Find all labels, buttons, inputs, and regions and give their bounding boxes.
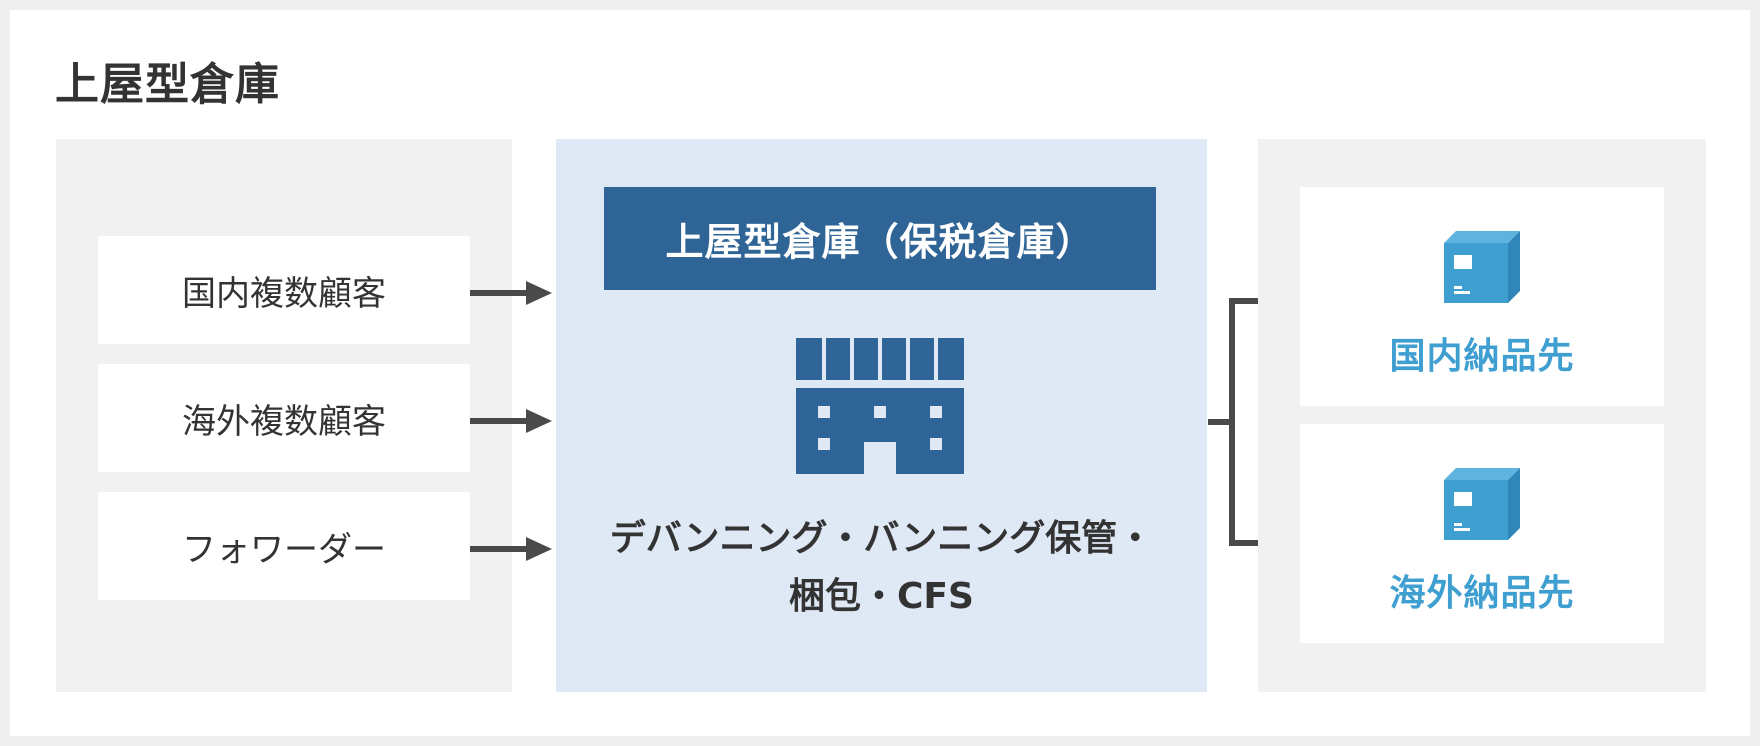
arrow-right-icon [470,537,552,561]
page-title: 上屋型倉庫 [55,59,280,110]
services-line-1: デバンニング・バンニング保管・ [609,518,1154,559]
client-box-domestic: 国内複数顧客 [98,236,470,344]
destination-label: 国内納品先 [1389,336,1575,377]
arrow-right-icon [470,281,552,305]
warehouse-header: 上屋型倉庫（保税倉庫） [604,187,1156,290]
client-label: 国内複数顧客 [182,273,386,314]
warehouse-services: デバンニング・バンニング保管・ 梱包・CFS [556,510,1207,626]
destination-box-domestic: 国内納品先 [1300,187,1664,406]
client-box-forwarder: フォワーダー [98,492,470,600]
services-line-2: 梱包・CFS [789,576,974,617]
destination-box-overseas: 海外納品先 [1300,424,1664,643]
arrow-right-icon [470,409,552,433]
client-box-overseas: 海外複数顧客 [98,364,470,472]
warehouse-icon [796,338,964,474]
client-label: フォワーダー [182,529,386,570]
warehouse-header-label: 上屋型倉庫（保税倉庫） [665,220,1095,264]
box-icon [1444,468,1520,540]
client-label: 海外複数顧客 [182,401,386,442]
destination-label: 海外納品先 [1389,573,1575,614]
box-icon [1444,231,1520,303]
